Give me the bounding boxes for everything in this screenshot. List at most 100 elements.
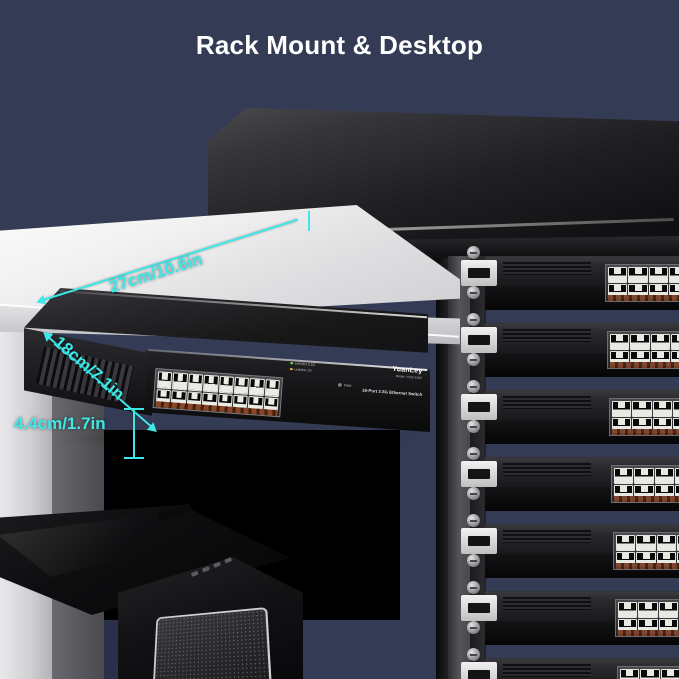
rack-switch-port-array: [609, 398, 679, 436]
rack-switch-vent: [503, 329, 591, 342]
rack-switch-port-array: [617, 666, 679, 679]
rack-mounting-ear: [461, 595, 497, 621]
rack-switch-rj45-port: [648, 267, 669, 283]
rack-mounting-screw: [467, 581, 480, 594]
rack-mounting-screw: [467, 447, 480, 460]
pc-tower: [0, 505, 320, 679]
rack-switch-port-array: [605, 264, 679, 302]
rack-switch-rj45-port: [630, 334, 650, 350]
rack-switch-rj45-port: [669, 267, 679, 283]
switch-rj45-port: [203, 374, 219, 393]
dimension-height-label: 4.4cm/1.7in: [14, 414, 106, 433]
led-indicator-icon: [289, 367, 293, 371]
rack-switch-contact-strip: [612, 429, 679, 435]
rack-mounted-switch: [455, 313, 679, 377]
rack-switch-port-array: [611, 465, 679, 503]
switch-rj45-port: [157, 371, 173, 389]
rack-switch-vent: [503, 530, 591, 543]
rack-switch-rj45-port: [640, 669, 660, 679]
rack-switch-rj45-port: [634, 468, 654, 484]
rack-mounting-screw: [467, 487, 480, 500]
pc-mesh-intake-panel: [152, 606, 272, 679]
switch-rj45-port: [249, 378, 265, 396]
rack-mounting-screw: [467, 420, 480, 433]
rack-mounting-screw: [467, 313, 480, 326]
dimension-length-cap-end: [308, 211, 310, 231]
rack-switch-rj45-port: [673, 401, 679, 417]
page-title: Rack Mount & Desktop: [195, 30, 484, 60]
rack-switch-port-row: [618, 602, 679, 618]
rack-switch-vent: [503, 664, 591, 677]
rack-mounted-switch: [455, 514, 679, 578]
rack-mounting-screw: [467, 380, 480, 393]
rack-switch-rj45-port: [608, 267, 628, 283]
rack-switch-rj45-port: [650, 334, 671, 350]
rack-mounting-screw: [467, 514, 480, 527]
rack-switch-rj45-port: [677, 535, 679, 551]
rack-switch-rj45-port: [658, 602, 679, 618]
rack-switch-rj45-port: [660, 669, 679, 679]
server-rack: [200, 108, 679, 679]
rack-switch-rj45-port: [632, 401, 652, 417]
rack-switch-port-array: [613, 532, 679, 570]
rack-mounting-screw: [467, 648, 480, 661]
rack-switch-port-row: [616, 535, 679, 551]
switch-power-led: PWR: [337, 383, 352, 388]
rack-mounting-screw: [467, 246, 480, 259]
rack-switch-rj45-port: [636, 535, 656, 551]
rack-mounted-switch: [455, 380, 679, 444]
rack-switch-rj45-port: [620, 669, 640, 679]
rack-switch-contact-strip: [618, 630, 679, 636]
rack-mounted-switch: [455, 648, 679, 679]
rack-mounting-ear: [461, 662, 497, 679]
rack-switch-contact-strip: [616, 563, 679, 569]
rack-switch-rj45-port: [610, 334, 630, 350]
rack-switch-vent: [503, 597, 591, 610]
rack-switch-contact-strip: [614, 496, 679, 502]
rack-mounting-ear: [461, 528, 497, 554]
rack-switch-port-array: [615, 599, 679, 637]
rack-mounting-screw: [467, 353, 480, 366]
switch-rj45-port: [264, 379, 280, 397]
rack-mounting-ear: [461, 260, 497, 286]
rack-switch-port-array: [607, 331, 679, 369]
power-led-label: PWR: [343, 383, 352, 388]
rack-switch-rj45-port: [628, 267, 648, 283]
dimension-height-line: [133, 409, 135, 459]
power-led-icon: [337, 383, 343, 388]
dimension-height-cap-bottom: [124, 457, 144, 459]
rack-switch-rj45-port: [616, 535, 636, 551]
rack-switch-rj45-port: [656, 535, 677, 551]
switch-rj45-port: [172, 372, 188, 390]
switch-rj45-port: [233, 376, 250, 395]
rack-interior-shadow: [436, 258, 450, 679]
rack-switch-port-row: [612, 401, 679, 417]
switch-drop-shadow: [42, 428, 422, 448]
rack-mounted-switch: [455, 447, 679, 511]
rack-mounting-ear: [461, 327, 497, 353]
switch-brand-block: YuanLey Model: YS25-1602: [391, 366, 423, 381]
rack-switch-rj45-port: [675, 468, 679, 484]
led-indicator-icon: [290, 361, 293, 365]
rack-mounting-ear: [461, 461, 497, 487]
rack-switch-rj45-port: [614, 468, 634, 484]
rack-switch-rj45-port: [671, 334, 679, 350]
switch-rj45-port: [218, 375, 234, 394]
rack-switch-rj45-port: [638, 602, 658, 618]
rack-mounting-ear: [461, 394, 497, 420]
rack-switch-vent: [503, 463, 591, 476]
dimension-height-cap-top: [124, 408, 144, 410]
led-legend-label: Link/Act 1G: [294, 367, 312, 373]
rack-switch-port-row: [614, 468, 679, 484]
rack-switch-port-row: [620, 669, 679, 679]
rack-switch-vent: [503, 262, 591, 275]
rack-switch-port-row: [610, 334, 679, 350]
rack-mounting-screw: [467, 286, 480, 299]
rack-switch-rj45-port: [612, 401, 632, 417]
rack-switch-port-row: [608, 267, 679, 283]
rack-switch-vent: [503, 396, 591, 409]
rack-mounted-switch: [455, 246, 679, 310]
rack-switch-contact-strip: [608, 295, 679, 301]
